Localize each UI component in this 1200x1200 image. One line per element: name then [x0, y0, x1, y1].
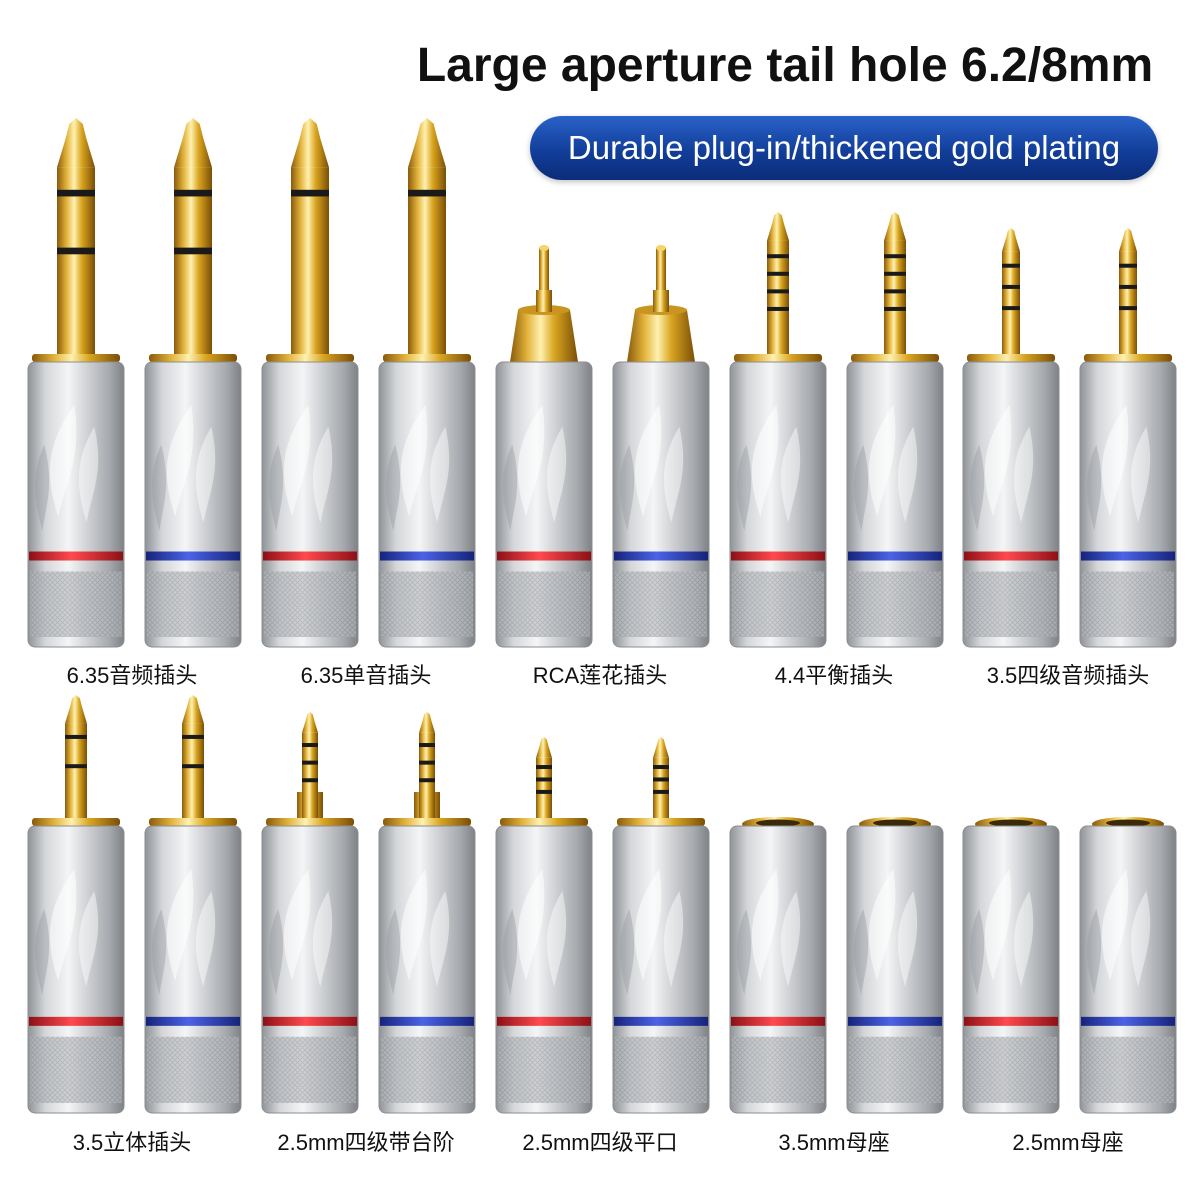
subtitle-badge: Durable plug-in/thickened gold plating: [530, 116, 1158, 180]
label-25-female: 2.5mm母座: [1012, 1130, 1124, 1155]
connector-row1-3-body: [261, 361, 359, 648]
connector-row1-7-body: [729, 361, 827, 648]
connector-row2-8-body: [846, 825, 944, 1114]
connector-row1-8-tip: [851, 212, 939, 362]
connector-row2-2-body: [144, 825, 242, 1114]
connector-row1-10-body: [1079, 361, 1177, 648]
label-35-stereo: 3.5立体插头: [72, 1130, 192, 1155]
connector-row2-3-body: [261, 825, 359, 1114]
connector-row2-9-body: [962, 825, 1060, 1114]
connector-row2-10-body: [1079, 825, 1177, 1114]
connector-row2-6-body: [612, 825, 710, 1114]
connector-row2-6-tip: [617, 737, 705, 826]
connector-row2-4-body: [378, 825, 476, 1114]
label-635-stereo: 6.35音频插头: [66, 663, 198, 688]
connector-row1-9-tip: [967, 228, 1055, 362]
connector-row1-3-tip: [266, 118, 354, 362]
connector-row1-4-tip: [383, 118, 471, 362]
connector-row2-5-body: [495, 825, 593, 1114]
connector-row1-5-tip: [510, 245, 578, 362]
connector-row2-2-tip: [149, 695, 237, 826]
connector-row1-9-body: [962, 361, 1060, 648]
connector-row2-7-body: [729, 825, 827, 1114]
label-25-4pole-stepped: 2.5mm四级带台阶: [277, 1130, 455, 1155]
connector-row1-6-body: [612, 361, 710, 648]
connector-row2-3-tip: [266, 712, 354, 826]
connector-row1-8-body: [846, 361, 944, 648]
connector-row1-1-tip: [32, 118, 120, 362]
connector-row1-5-body: [495, 361, 593, 648]
connector-row1-1-body: [27, 361, 125, 648]
label-44-balanced: 4.4平衡插头: [774, 663, 894, 688]
connector-row1-10-tip: [1084, 228, 1172, 362]
connector-row1-7-tip: [734, 212, 822, 362]
label-25-4pole-flat: 2.5mm四级平口: [522, 1130, 678, 1155]
connector-row1-6-tip: [627, 245, 695, 362]
connector-row2-1-body: [27, 825, 125, 1114]
label-35-female: 3.5mm母座: [778, 1130, 890, 1155]
connector-row2-4-tip: [383, 712, 471, 826]
page-title: Large aperture tail hole 6.2/8mm: [416, 39, 1154, 92]
connector-row2-5-tip: [500, 737, 588, 826]
connector-row2-1-tip: [32, 695, 120, 826]
label-635-mono: 6.35单音插头: [300, 663, 432, 688]
connector-row1-2-body: [144, 361, 242, 648]
label-rca: RCA莲花插头: [532, 663, 668, 688]
connector-row1-2-tip: [149, 118, 237, 362]
label-35-4pole: 3.5四级音频插头: [986, 663, 1150, 688]
connector-row1-4-body: [378, 361, 476, 648]
